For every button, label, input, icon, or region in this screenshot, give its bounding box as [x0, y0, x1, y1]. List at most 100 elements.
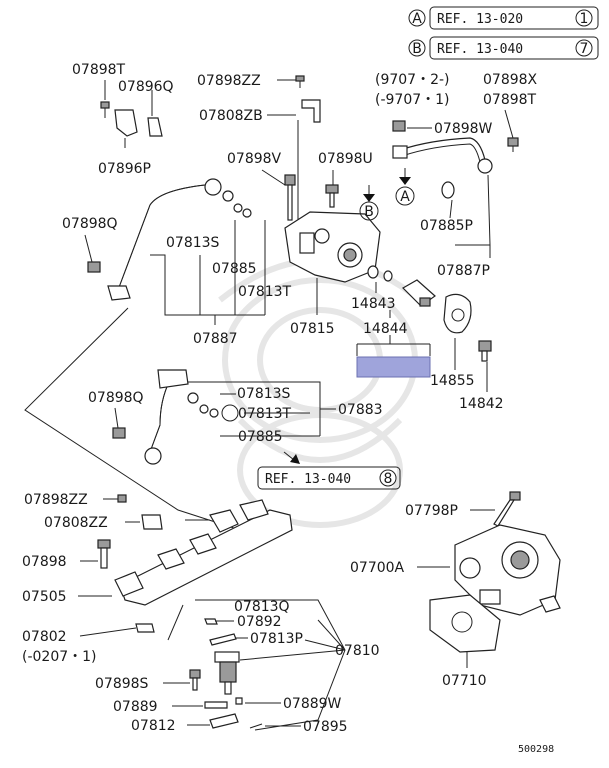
- label-07885P: 07885P: [420, 218, 473, 234]
- legend-a-num: 1: [580, 11, 589, 27]
- label-07898W: 07898W: [434, 121, 493, 137]
- highlight-box[interactable]: [356, 356, 431, 378]
- label-07813S-mid: 07813S: [237, 386, 291, 402]
- legend-ref-b[interactable]: B REF. 13-040 7: [408, 36, 599, 60]
- oring-07813T-mid: [199, 404, 219, 418]
- label-07898V: 07898V: [227, 151, 282, 167]
- callout-ref-13-040-8[interactable]: REF. 13-040 8: [257, 451, 401, 490]
- label-07889: 07889: [113, 699, 158, 715]
- diagram-code: 500298: [518, 744, 554, 755]
- oring-07889: [204, 701, 228, 709]
- label-07700A: 07700A: [350, 560, 405, 576]
- bolt-07898Q-top: [87, 261, 101, 273]
- seal-07895: [249, 723, 263, 729]
- label-07798P: 07798P: [405, 503, 458, 519]
- pipe-07887P: [392, 137, 493, 174]
- marker-b[interactable]: B: [359, 201, 379, 221]
- label-07885-mid: 07885: [238, 429, 283, 445]
- legend-b-letter: B: [412, 41, 422, 57]
- label-9707-1: (-9707・1): [375, 92, 450, 108]
- injector-07810: [214, 651, 240, 695]
- bolt-07798P: [493, 491, 521, 527]
- bolt-07898U: [325, 184, 339, 208]
- washer-07889W: [235, 697, 243, 705]
- label-07885-top: 07885: [212, 261, 257, 277]
- label-07813S-top: 07813S: [166, 235, 220, 251]
- label-07813Q: 07813Q: [234, 599, 290, 615]
- oring-07885-top: [233, 203, 252, 218]
- label-07892: 07892: [237, 614, 282, 630]
- bolt-07898ZZ-top: [295, 75, 305, 88]
- label-14842: 14842: [459, 396, 504, 412]
- legend-ref-a[interactable]: A REF. 13-020 1: [408, 6, 599, 30]
- bolt-07898: [97, 539, 111, 569]
- legend-a-text: REF. 13-020: [437, 12, 523, 27]
- label-07898: 07898: [22, 554, 67, 570]
- label-07710: 07710: [442, 673, 487, 689]
- marker-a[interactable]: A: [395, 186, 415, 206]
- label-07898X: 07898X: [483, 72, 538, 88]
- label-07898Q-top: 07898Q: [62, 216, 118, 232]
- arrow-to-marker-b: [363, 185, 375, 202]
- label-07895: 07895: [303, 719, 348, 735]
- bolt-14842: [478, 340, 492, 362]
- label-07810: 07810: [335, 643, 380, 659]
- label-07812: 07812: [131, 718, 176, 734]
- gasket-14855: [443, 293, 472, 334]
- label-07898ZZ-mid: 07898ZZ: [24, 492, 88, 508]
- oring-07885P: [441, 181, 455, 199]
- label-07898ZZ-top: 07898ZZ: [197, 73, 261, 89]
- clip-07802: [135, 623, 155, 633]
- callout-text: REF. 13-040: [265, 472, 351, 487]
- arrow-to-marker-a: [399, 168, 411, 185]
- housing-07815: [284, 211, 381, 283]
- label-07898Q-mid: 07898Q: [88, 390, 144, 406]
- label-07815: 07815: [290, 321, 335, 337]
- label-07896P: 07896P: [98, 161, 151, 177]
- label-14844: 14844: [363, 321, 408, 337]
- label-07813P: 07813P: [250, 631, 303, 647]
- oring-14843b: [383, 270, 393, 282]
- marker-b-letter: B: [364, 204, 374, 220]
- legend-b-num: 7: [580, 41, 589, 57]
- sensor-14844: [402, 279, 436, 307]
- label-07887: 07887: [193, 331, 238, 347]
- label-07802: 07802: [22, 629, 67, 645]
- label-07887P: 07887P: [437, 263, 490, 279]
- clip-07896Q: [147, 117, 163, 137]
- label-07883: 07883: [338, 402, 383, 418]
- label-14855: 14855: [430, 373, 475, 389]
- line-07813P: [209, 633, 237, 646]
- oring-14843: [367, 265, 379, 279]
- label-07896Q: 07896Q: [118, 79, 174, 95]
- label-07898T-top: 07898T: [72, 62, 126, 78]
- pipe-07887: [107, 178, 222, 301]
- gasket-07710: [429, 594, 501, 653]
- label-0207-1: (-0207・1): [22, 649, 97, 665]
- rod-07812: [209, 713, 239, 729]
- label-14843: 14843: [351, 296, 396, 312]
- label-07889W: 07889W: [283, 696, 342, 712]
- bolt-07898W: [392, 120, 406, 132]
- oring-07892: [204, 618, 218, 625]
- label-07813T-mid: 07813T: [238, 406, 292, 422]
- legend-b-text: REF. 13-040: [437, 42, 523, 57]
- label-9707-2: (9707・2-): [375, 72, 450, 88]
- legend-a-letter: A: [412, 11, 422, 27]
- oring-07813S-mid: [187, 392, 199, 404]
- throttle-body-07700A: [454, 524, 561, 616]
- bolt-07898ZZ-mid: [117, 494, 127, 503]
- bolt-07898T-right: [507, 137, 519, 152]
- bracket-07808ZB: [301, 99, 321, 123]
- label-07898S: 07898S: [95, 676, 149, 692]
- pipe-07883: [144, 369, 189, 465]
- bolt-07898V: [284, 174, 296, 221]
- label-07808ZZ: 07808ZZ: [44, 515, 108, 531]
- oring-07813S-top: [222, 190, 234, 202]
- label-07505: 07505: [22, 589, 67, 605]
- bolt-07898T-top: [100, 101, 110, 118]
- label-07898U: 07898U: [318, 151, 373, 167]
- label-07898T-right: 07898T: [483, 92, 537, 108]
